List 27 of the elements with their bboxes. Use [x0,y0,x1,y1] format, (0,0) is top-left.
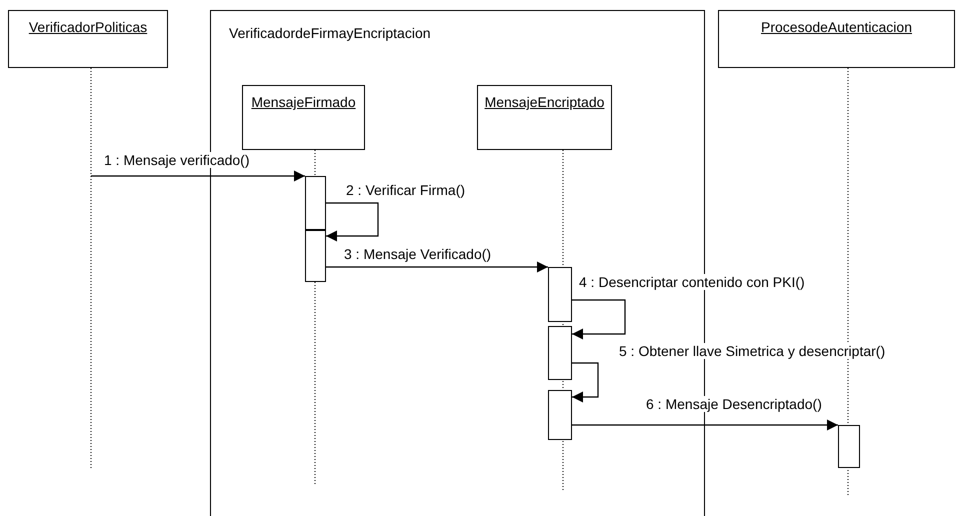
activation-bar [838,425,860,468]
message-arrow [326,262,548,272]
message-arrow [572,420,838,430]
message-label: 2 : Verificar Firma() [345,182,466,198]
activation-bar [548,390,572,440]
message-label: 6 : Mensaje Desencriptado() [645,396,823,412]
activation-bar [305,230,326,282]
object-box [8,10,168,68]
frame-title: VerificadordeFirmayEncriptacion [229,25,431,41]
activation-bar [548,267,572,322]
message-arrow [572,299,626,340]
object-name: VerificadorPoliticas [28,19,148,35]
object-box [477,85,612,150]
message-arrow [572,362,599,402]
object-name: MensajeFirmado [251,94,356,110]
message-arrow [326,202,379,242]
message-label: 3 : Mensaje Verificado() [343,246,492,262]
object-box [718,10,955,68]
object-name: MensajeEncriptado [484,94,604,110]
message-arrow [91,170,305,182]
message-label: 5 : Obtener llave Simetrica y desencriptar() [618,343,886,359]
object-box [242,85,365,150]
activation-bar [548,326,572,380]
message-label: 1 : Mensaje verificado() [103,152,251,168]
object-name: ProcesodeAutenticacion [761,19,912,35]
message-label: 4 : Desencriptar contenido con PKI() [578,274,806,290]
activation-bar [305,176,326,230]
